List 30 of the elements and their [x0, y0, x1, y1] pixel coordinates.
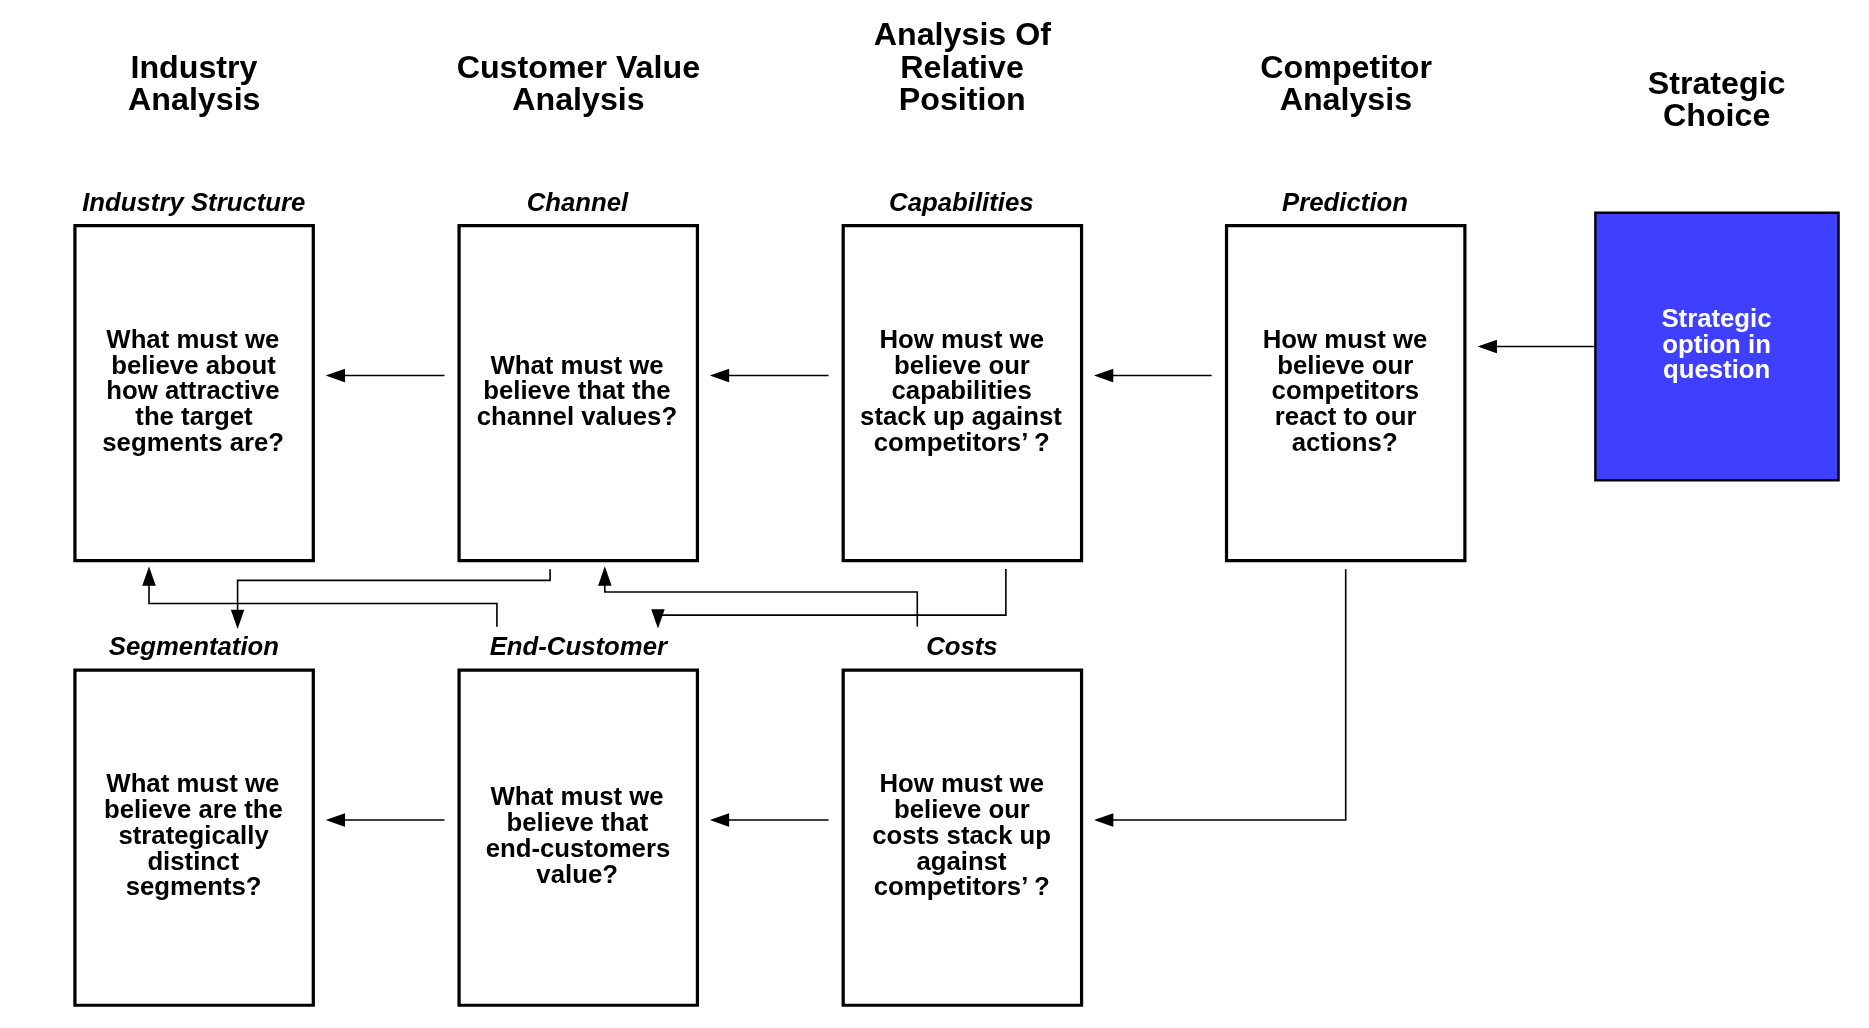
node-label: Capabilities: [888, 187, 1034, 216]
arrow: [1093, 568, 1346, 827]
arrow: [1093, 368, 1212, 383]
node-label: Segmentation: [108, 632, 279, 661]
arrow: [325, 368, 445, 383]
node-box: What must we believe that the channel values?: [456, 224, 699, 563]
label: Industry Analysis: [127, 48, 261, 117]
node-label: Prediction: [1281, 187, 1408, 216]
node-label: Costs: [925, 632, 998, 661]
arrow: [597, 566, 918, 628]
arrow: [1477, 339, 1596, 354]
label: Competitor Analysis: [1259, 48, 1432, 117]
arrow: [709, 368, 829, 383]
label: Customer Value Analysis: [456, 48, 700, 117]
node-box: Strategic option in question: [1593, 211, 1840, 482]
label: Analysis Of Relative Position: [873, 16, 1051, 117]
node-box: How must we believe our costs stack up against competitors’ ?: [841, 668, 1083, 1007]
node-box: What must we believe about how attractive the target segments are?: [72, 224, 315, 563]
arrow: [325, 813, 445, 827]
node-box: How must we believe our competitors react to our actions?: [1224, 224, 1466, 563]
node-label: Industry Structure: [81, 187, 305, 216]
node-box: What must we believe are the strategically distinct segments?: [72, 668, 315, 1007]
node-box: How must we believe our capabilities stack up against competitors’ ?: [841, 224, 1083, 563]
arrow: [230, 568, 551, 629]
node-label: Channel: [526, 187, 628, 216]
arrow: [650, 568, 1007, 629]
node-box: What must we believe that end-customers value?: [456, 668, 699, 1007]
arrow: [709, 813, 829, 827]
label: Strategic Choice: [1647, 64, 1786, 133]
node-label: End-Customer: [489, 632, 667, 661]
